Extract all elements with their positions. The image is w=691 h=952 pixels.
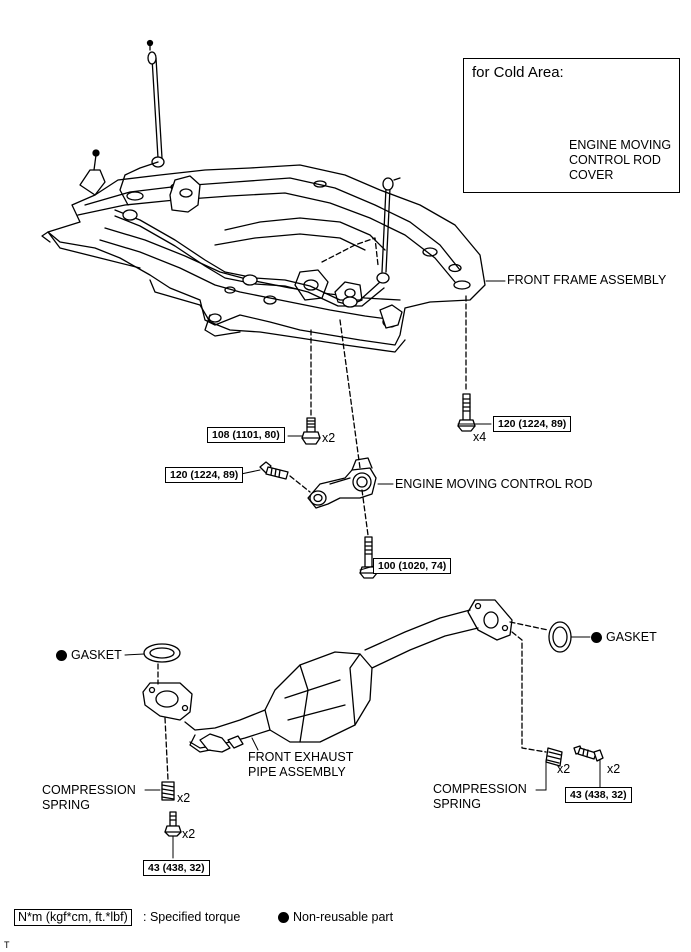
exhaust-pipe-drawing bbox=[142, 599, 513, 753]
gasket-left-drawing bbox=[143, 643, 181, 663]
bolt-108-drawing bbox=[301, 417, 321, 445]
bolt-120-rod-drawing bbox=[259, 461, 289, 480]
compression-spring-right-label: COMPRESSION SPRING bbox=[433, 782, 527, 811]
qty-bolt-right: x2 bbox=[607, 762, 621, 776]
inset-title: for Cold Area: bbox=[472, 64, 564, 81]
front-frame-label: FRONT FRAME ASSEMBLY bbox=[507, 273, 667, 287]
qty-spring-left: x2 bbox=[177, 791, 191, 805]
engine-rod-drawing bbox=[307, 457, 377, 509]
dashed-guides-frame bbox=[289, 237, 467, 536]
front-exhaust-label: FRONT EXHAUST PIPE ASSEMBLY bbox=[248, 750, 354, 779]
spring-left-drawing bbox=[161, 781, 175, 801]
torque-43-left: 43 (438, 32) bbox=[143, 860, 210, 876]
legend-nonreusable: Non-reusable part bbox=[293, 910, 394, 924]
torque-108: 108 (1101, 80) bbox=[207, 427, 285, 443]
torque-120-rod: 120 (1224, 89) bbox=[165, 467, 244, 483]
engine-rod-label: ENGINE MOVING CONTROL ROD bbox=[395, 477, 593, 491]
bolt-100-drawing bbox=[359, 536, 378, 579]
front-frame-drawing bbox=[41, 39, 486, 353]
gasket-right-label: GASKET bbox=[606, 630, 657, 644]
bolt-120-frame-drawing bbox=[457, 393, 476, 432]
figure-id: T bbox=[4, 940, 10, 950]
engine-rod-cover-label: ENGINE MOVING CONTROL ROD COVER bbox=[569, 138, 672, 182]
gasket-left-label: GASKET bbox=[71, 648, 122, 662]
qty-spring-right: x2 bbox=[557, 762, 571, 776]
cold-area-inset: for Cold Area: bbox=[463, 58, 680, 193]
bolt-43-right-drawing bbox=[573, 745, 604, 762]
dashed-guides-exhaust bbox=[157, 621, 549, 781]
torque-43-right: 43 (438, 32) bbox=[565, 787, 632, 803]
torque-120-frame: 120 (1224, 89) bbox=[493, 416, 572, 432]
qty-bolt-left: x2 bbox=[182, 827, 196, 841]
nonreusable-dot-right bbox=[591, 632, 602, 643]
qty-120-frame: x4 bbox=[473, 430, 487, 444]
gasket-right-drawing bbox=[548, 621, 572, 653]
legend-torque-unit: N*m (kgf*cm, ft.*lbf) bbox=[14, 909, 132, 926]
spring-right-drawing bbox=[545, 747, 563, 767]
qty-108: x2 bbox=[322, 431, 336, 445]
compression-spring-left-label: COMPRESSION SPRING bbox=[42, 783, 136, 812]
nonreusable-dot-left bbox=[56, 650, 67, 661]
legend-nonreusable-dot bbox=[278, 912, 289, 923]
torque-100: 100 (1020, 74) bbox=[373, 558, 452, 574]
legend-torque-desc: : Specified torque bbox=[143, 910, 241, 924]
bolt-43-left-drawing bbox=[164, 811, 182, 837]
leader-lines bbox=[124, 280, 601, 859]
